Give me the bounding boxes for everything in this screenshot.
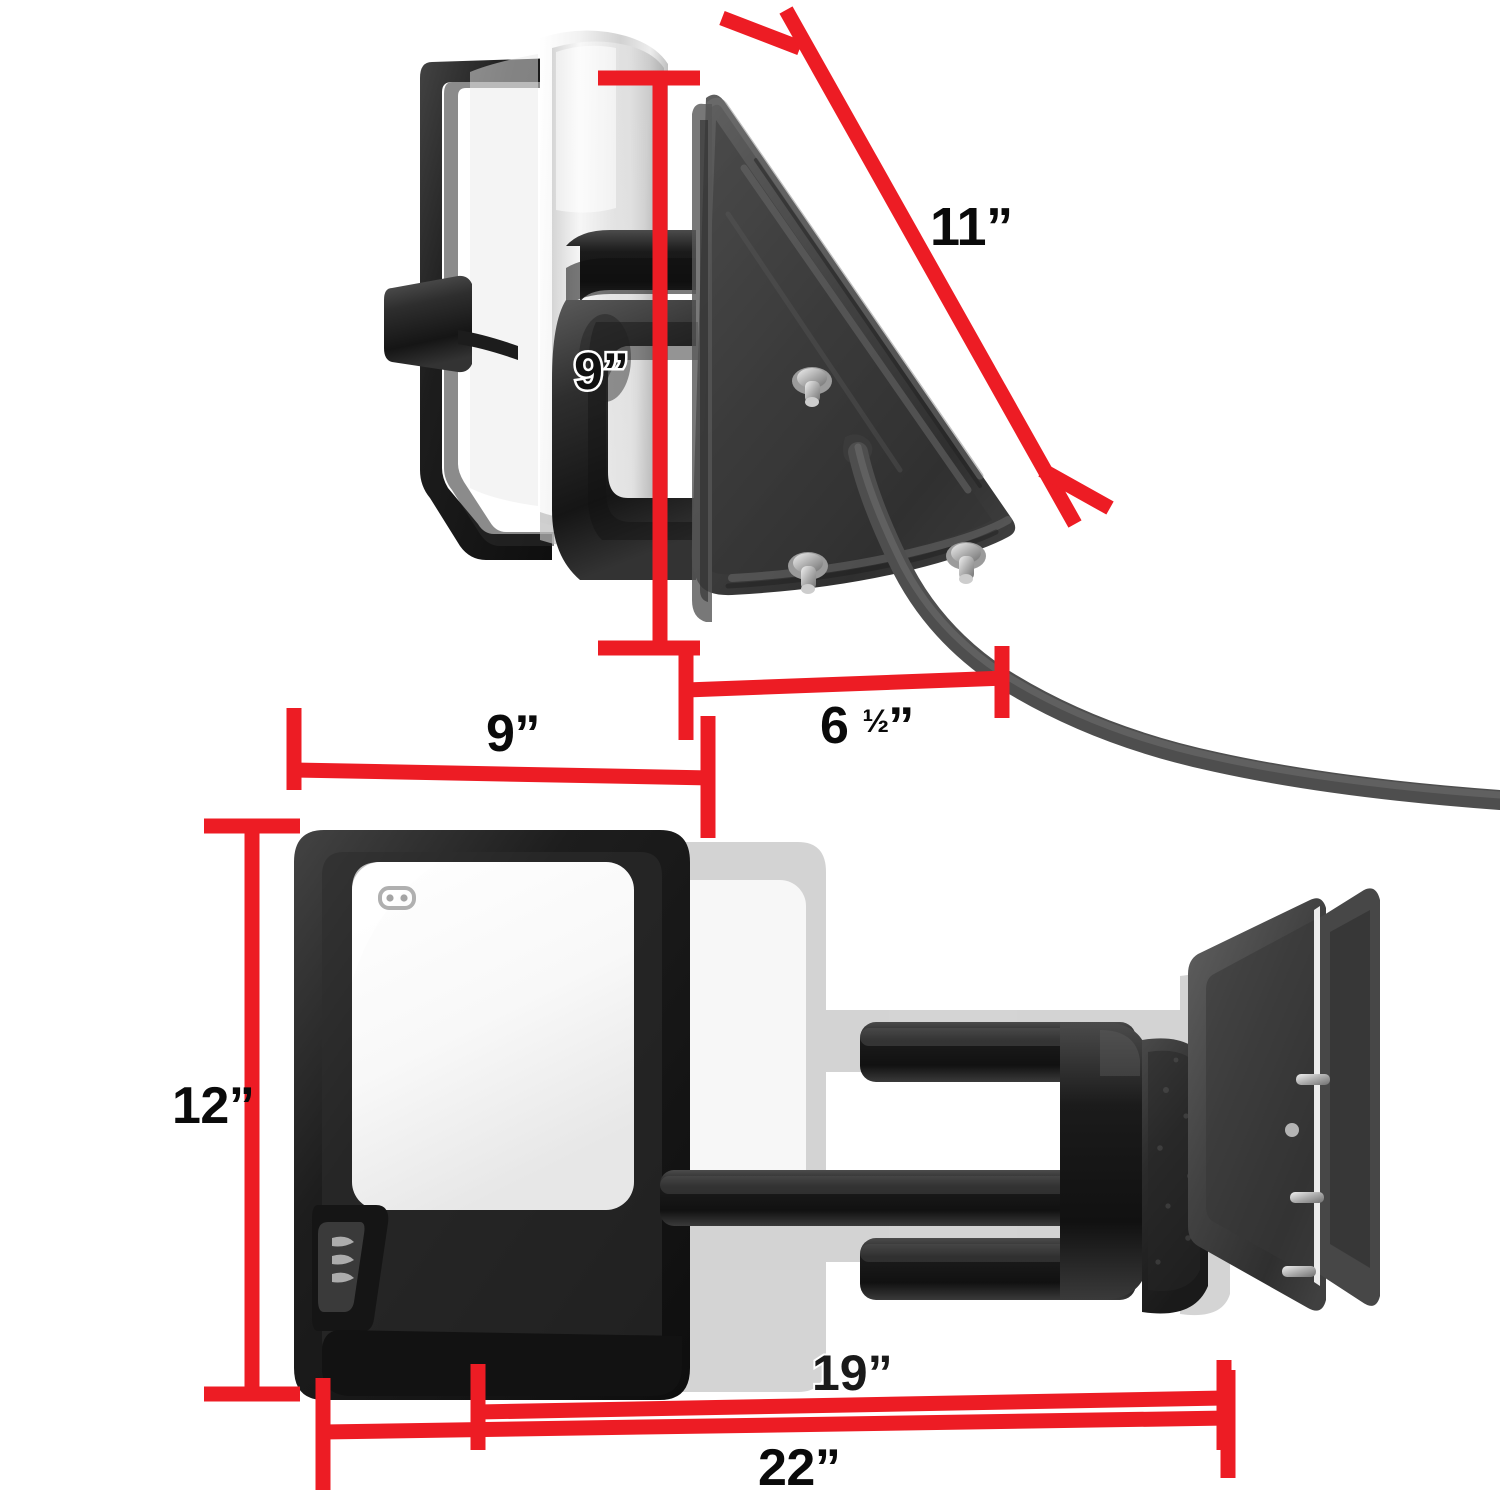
dimension-6half-whole: 6 <box>820 697 849 755</box>
dimension-label-glass-9in: 9” <box>486 705 540 763</box>
dimension-label-height-9in: 9” <box>572 343 632 401</box>
dimension-label-depth-11in: 11” <box>930 197 1013 257</box>
mirror-glass-upper <box>352 862 634 1210</box>
bottom-view-mirror-assembly <box>294 830 1380 1400</box>
extension-arm-bars <box>660 1022 1148 1300</box>
wire-harness-cable <box>843 434 1500 810</box>
dimension-6half-fraction: ½ <box>862 703 889 740</box>
dimline-depth-11in <box>719 6 1114 528</box>
dimension-6half-unit: ” <box>888 697 914 755</box>
mirror-fold-tab <box>384 275 518 373</box>
mirror-head-retracted <box>294 830 690 1400</box>
dimension-label-height-12in: 12” <box>172 1077 255 1135</box>
dimension-label-width-19in: 19” <box>810 1345 895 1401</box>
door-mounting-plate <box>691 94 1016 622</box>
dimline-base-6half-in <box>678 646 1010 740</box>
mirror-glass-edge <box>470 54 538 506</box>
dimension-label-base-6half-in: 6 ½” <box>820 700 914 752</box>
dimline-width-22in <box>315 1370 1236 1490</box>
base-plate-studs <box>1282 1074 1330 1277</box>
mirror-frame-loop <box>420 58 558 560</box>
dimline-height-9in <box>598 70 700 656</box>
mounting-bolt-lower-left <box>788 552 828 594</box>
dimline-glass-9in <box>286 708 716 838</box>
mounting-bolt-upper <box>792 367 832 407</box>
mounting-bolt-lower-right <box>946 542 986 584</box>
dimension-label-width-22in: 22” <box>758 1439 841 1497</box>
door-base-plate-pair <box>1188 888 1380 1311</box>
dimline-height-12in <box>204 818 300 1402</box>
glass-marking-icon <box>378 886 416 910</box>
